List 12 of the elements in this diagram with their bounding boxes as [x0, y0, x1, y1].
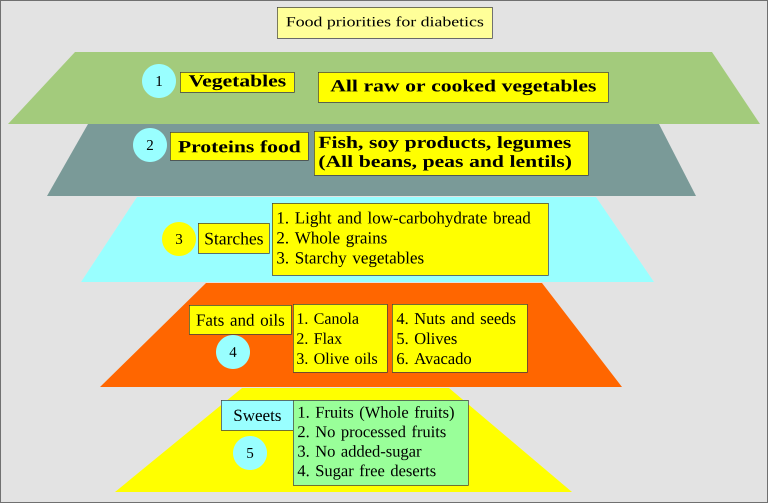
label-box: 1. Light and low-carbohydrate bread 2. Whole grains 3. Starchy vegetables [272, 203, 549, 276]
label-box: Fish, soy products, legumes (All beans, peas and lentils) [314, 131, 589, 176]
label-box: Proteins food [170, 132, 309, 161]
label-box: 1. Fruits (Whole fruits) 2. No processed fruits 3. No added-sugar 4. Sugar free deserts [293, 400, 469, 486]
label-box: Sweets [221, 400, 294, 431]
label-box: Starches [198, 223, 270, 254]
label-box: Fats and oils [189, 305, 292, 335]
title-box: Food priorities for diabetics [277, 7, 493, 39]
label-box: Vegetables [180, 72, 295, 93]
label-box: All raw or cooked vegetables [318, 72, 609, 103]
label-box: 1. Canola 2. Flax 3. Olive oils [293, 304, 388, 373]
label-box: 4. Nuts and seeds 5. Olives 6. Avacado [392, 304, 528, 373]
